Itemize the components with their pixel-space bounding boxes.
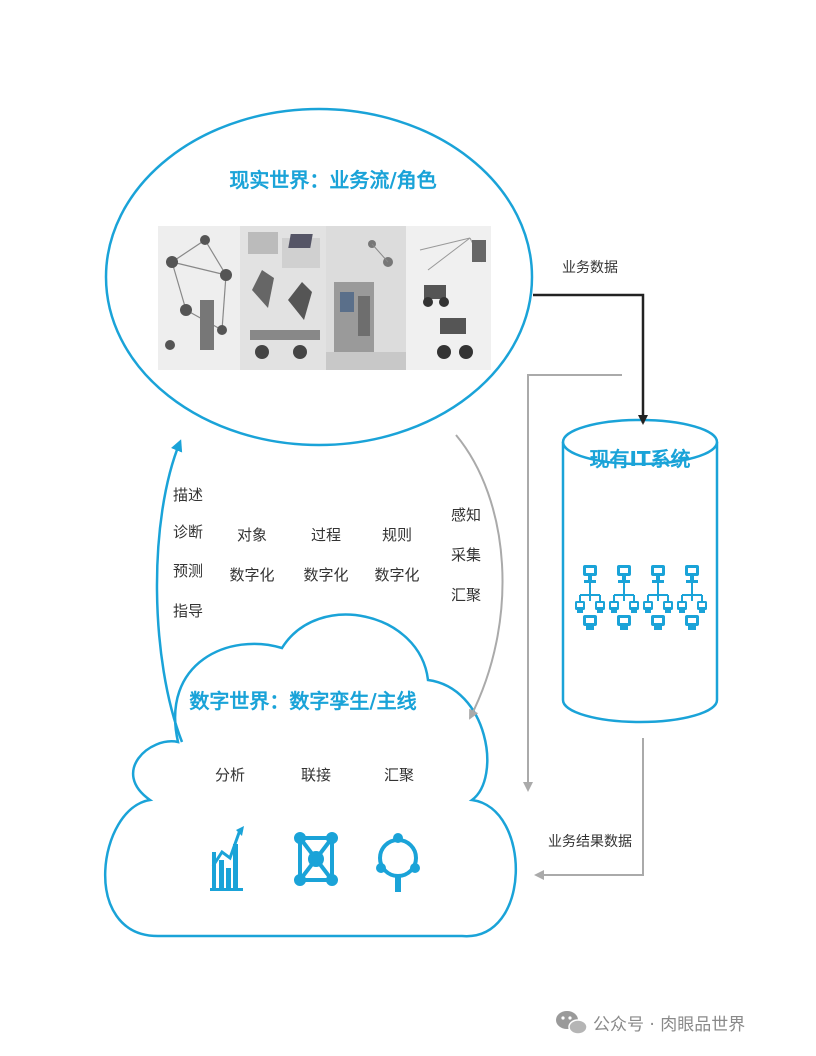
it-system-title: 现有IT系统 — [589, 447, 690, 471]
function-label-analysis: 分析 — [215, 766, 245, 784]
digitize-object-line2: 数字化 — [229, 566, 274, 584]
digitize-process-line1: 过程 — [311, 526, 341, 544]
it-system-cylinder: 现有IT系统 — [561, 418, 719, 724]
digitize-object-line1: 对象 — [237, 526, 267, 544]
network-computer-icon — [575, 564, 605, 631]
photo-solar-facility — [288, 226, 406, 370]
network-computer-icons — [575, 564, 707, 631]
network-computer-icon — [677, 564, 707, 631]
perception-steps-column: 感知 采集 汇聚 — [451, 506, 481, 604]
wechat-icon — [556, 1011, 588, 1035]
real-world-title: 现实世界：业务流/角色 — [229, 168, 436, 192]
business-result-data-flow: 业务结果数据 — [534, 738, 644, 880]
digitize-rule-line1: 规则 — [382, 526, 412, 544]
digital-world-title: 数字世界：数字孪生/主线 — [189, 689, 416, 713]
digitize-process: 过程 数字化 — [303, 526, 348, 584]
real-to-digital-arrow — [455, 434, 504, 720]
network-computer-icon — [643, 564, 673, 631]
step-aggregate: 汇聚 — [451, 586, 481, 604]
digital-to-real-arrow — [155, 439, 184, 743]
watermark: 公众号 · 肉眼品世界 — [556, 1011, 745, 1035]
real-world-to-cloud-flow — [523, 374, 622, 792]
photo-robot-network — [158, 226, 240, 370]
digitize-object: 对象 数字化 — [229, 526, 274, 584]
digitize-rule: 规则 数字化 — [374, 526, 419, 584]
cycle-nodes-icon — [376, 833, 420, 892]
industrial-photo-collage — [158, 226, 491, 370]
step-describe: 描述 — [173, 486, 203, 504]
step-predict: 预测 — [173, 562, 203, 580]
watermark-text: 公众号 · 肉眼品世界 — [593, 1015, 745, 1035]
molecule-icon — [294, 832, 338, 886]
step-collect: 采集 — [451, 546, 481, 564]
step-guide: 指导 — [173, 602, 203, 620]
network-computer-icon — [609, 564, 639, 631]
business-data-label: 业务数据 — [562, 260, 618, 276]
step-diagnose: 诊断 — [173, 523, 203, 541]
digitize-rule-line2: 数字化 — [374, 566, 419, 584]
digital-world-cloud: 数字世界：数字孪生/主线 分析 联接 汇聚 — [103, 613, 518, 938]
business-result-data-label: 业务结果数据 — [548, 834, 632, 850]
photo-autonomous-vehicles — [406, 226, 491, 370]
function-label-aggregate: 汇聚 — [384, 766, 414, 784]
real-world-ellipse: 现实世界：业务流/角色 — [104, 107, 534, 447]
business-data-flow: 业务数据 — [533, 260, 648, 425]
photo-assembly-line — [240, 226, 326, 370]
bar-chart-icon — [210, 826, 244, 891]
function-label-connect: 联接 — [301, 766, 331, 784]
step-perceive: 感知 — [451, 506, 481, 524]
digitize-process-line2: 数字化 — [303, 566, 348, 584]
analysis-steps-column: 描述 诊断 预测 指导 — [173, 486, 203, 620]
